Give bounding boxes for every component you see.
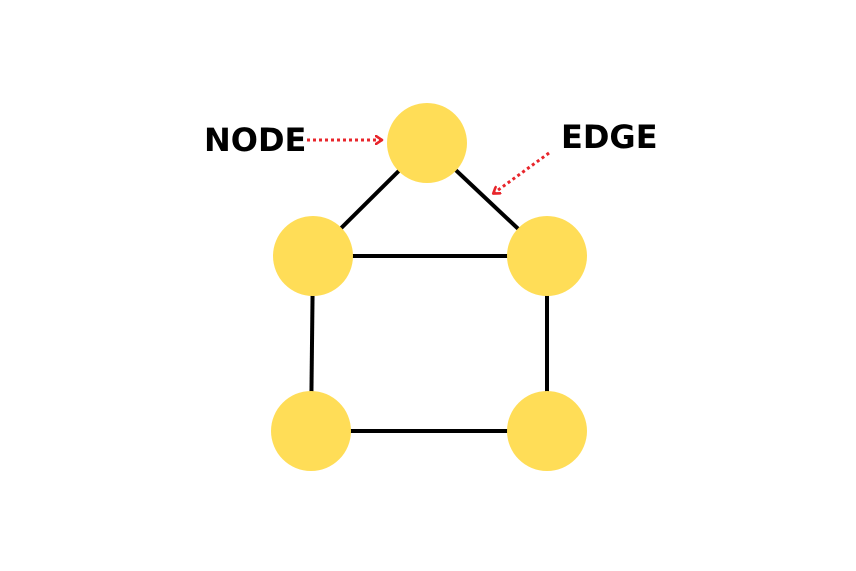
node-bottom-right <box>507 391 587 471</box>
node-top <box>387 103 467 183</box>
node-mid-left <box>273 216 353 296</box>
edge-label: EDGE <box>561 118 658 156</box>
edges-layer <box>309 141 549 433</box>
node-mid-right <box>507 216 587 296</box>
node-label: NODE <box>204 121 306 159</box>
node-bottom-left <box>271 391 351 471</box>
edge-annotation-arrow <box>494 151 550 193</box>
nodes-layer <box>271 103 587 471</box>
